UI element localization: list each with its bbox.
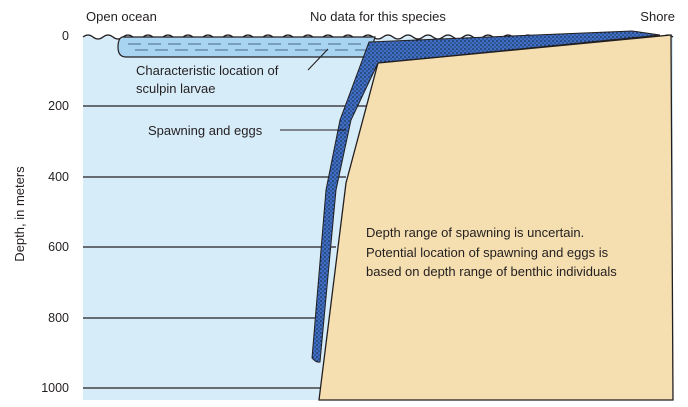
note-line1: Depth range of spawning is uncertain.	[366, 225, 584, 240]
depth-tick-labels: 0 200 400 600 800 1000	[41, 29, 69, 395]
spawning-label: Spawning and eggs	[148, 123, 263, 138]
seafloor	[319, 35, 673, 400]
open-ocean-label: Open ocean	[86, 9, 157, 24]
tick-label-400: 400	[48, 170, 69, 184]
note-line3: based on depth range of benthic individu…	[366, 264, 617, 279]
note-line2: Potential location of spawning and eggs …	[366, 245, 609, 260]
y-axis-title: Depth, in meters	[12, 166, 27, 262]
larvae-label-line1: Characteristic location of	[136, 63, 279, 78]
larvae-label-line2: sculpin larvae	[136, 81, 216, 96]
tick-label-200: 200	[48, 99, 69, 113]
tick-label-800: 800	[48, 311, 69, 325]
tick-label-0: 0	[62, 29, 69, 43]
no-data-label: No data for this species	[310, 9, 446, 24]
tick-label-1000: 1000	[41, 381, 69, 395]
tick-label-600: 600	[48, 240, 69, 254]
larvae-band	[118, 37, 375, 57]
shore-label: Shore	[640, 9, 675, 24]
